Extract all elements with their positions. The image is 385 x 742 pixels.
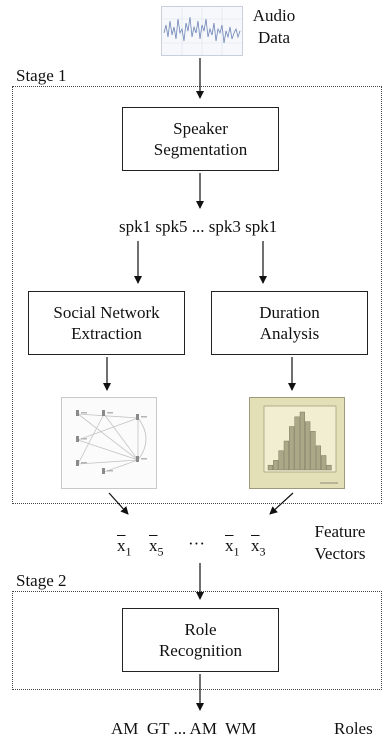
histogram-bar bbox=[310, 431, 316, 471]
feature-vectors-label-line1: Feature bbox=[314, 522, 366, 541]
arrow-histogram-to-vectors bbox=[269, 492, 294, 515]
role-recognition-box: Role Recognition bbox=[122, 608, 279, 672]
feature-vector-1: x1 bbox=[117, 536, 132, 559]
audio-label-line1: Audio bbox=[252, 6, 296, 25]
histogram-bar bbox=[305, 421, 311, 471]
network-graph-icon bbox=[76, 410, 147, 474]
stage1-label: Stage 1 bbox=[16, 66, 67, 85]
feature-vectors-row: x1 x5 ··· x1 x3 bbox=[117, 534, 267, 560]
histogram-icon bbox=[250, 398, 344, 488]
waveform-icon bbox=[162, 7, 242, 55]
histogram-bar bbox=[326, 464, 332, 471]
histogram-bar bbox=[321, 455, 327, 471]
social-network-extraction-box: Social Network Extraction bbox=[28, 291, 185, 355]
duration-histogram-thumbnail bbox=[249, 397, 345, 489]
histogram-bar bbox=[267, 464, 273, 471]
histogram-bar bbox=[315, 445, 321, 471]
roles-label: Roles bbox=[334, 719, 373, 738]
speaker-segmentation-box: Speaker Segmentation bbox=[122, 107, 279, 171]
audio-waveform-thumbnail bbox=[161, 6, 243, 56]
histogram-bar bbox=[283, 440, 289, 471]
arrow-graph-to-vectors bbox=[108, 492, 129, 515]
stage2-frame bbox=[12, 591, 382, 690]
social-network-graph-thumbnail bbox=[61, 397, 157, 489]
duration-analysis-box: Duration Analysis bbox=[211, 291, 368, 355]
audio-label-line2: Data bbox=[257, 28, 291, 47]
feature-vector-4: x3 bbox=[251, 536, 266, 559]
feature-vector-ellipsis: ··· bbox=[188, 534, 205, 553]
histogram-bar bbox=[289, 426, 295, 471]
stage2-label: Stage 2 bbox=[16, 571, 67, 590]
role-sequence: AM GT ... AM WM bbox=[111, 719, 257, 738]
histogram-bar bbox=[273, 460, 279, 471]
histogram-bar bbox=[294, 416, 300, 471]
feature-vector-3: x1 bbox=[225, 536, 240, 559]
stage1-frame bbox=[12, 86, 382, 504]
speaker-sequence: spk1 spk5 ... spk3 spk1 bbox=[119, 217, 278, 236]
histogram-bar bbox=[299, 411, 305, 471]
histogram-bar bbox=[278, 450, 284, 471]
feature-vector-2: x5 bbox=[149, 536, 164, 559]
feature-vectors-label: Feature Vectors bbox=[302, 522, 378, 564]
audio-data-label: Audio Data bbox=[248, 6, 300, 48]
feature-vectors-label-line2: Vectors bbox=[314, 544, 366, 563]
